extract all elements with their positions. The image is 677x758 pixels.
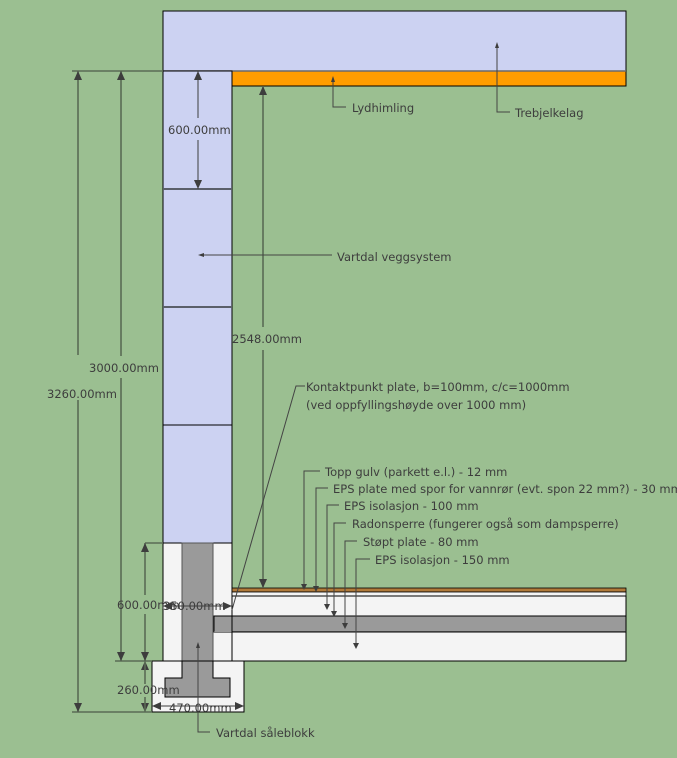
label-eps-150: EPS isolasjon - 150 mm: [375, 553, 510, 567]
label-topp-gulv: Topp gulv (parkett e.l.) - 12 mm: [324, 465, 507, 479]
label-trebjelkelag: Trebjelkelag: [514, 106, 584, 120]
label-lydhimling: Lydhimling: [352, 101, 414, 115]
floor-concrete-slab: [213, 615, 627, 633]
trebjelkelag-block: [162, 10, 627, 72]
dim-wall-thickness: 350.00mm: [163, 599, 226, 613]
dim-footing-width: 470.00mm: [169, 701, 232, 715]
dim-footing-height: 260.00mm: [117, 683, 180, 697]
dim-total-height: 3260.00mm: [47, 387, 117, 401]
label-kontaktpunkt-note: (ved oppfyllingshøyde over 1000 mm): [306, 398, 526, 412]
floor-eps-100-layer: [231, 595, 627, 617]
label-stopt-plate: Støpt plate - 80 mm: [363, 535, 479, 549]
label-radonsperre: Radonsperre (fungerer også som dampsperr…: [352, 517, 619, 531]
dim-block-height: 600.00mm: [168, 123, 231, 137]
dimension-lines: [72, 70, 264, 713]
floor-eps-150-layer: [231, 631, 627, 662]
foundation-concrete-core: [181, 542, 214, 662]
lydhimling-layer: [231, 70, 627, 87]
label-kontaktpunkt: Kontaktpunkt plate, b=100mm, c/c=1000mm: [306, 380, 570, 394]
dim-foundation-wall: 600.00mm: [117, 598, 180, 612]
label-eps-plate: EPS plate med spor for vannrør (evt. spo…: [333, 482, 677, 496]
dim-floor-to-ceiling: 2548.00mm: [232, 332, 302, 346]
wall-block-3: [162, 306, 233, 426]
label-veggsystem: Vartdal veggsystem: [337, 250, 452, 264]
dim-wall-height: 3000.00mm: [89, 361, 159, 375]
label-saleblokk: Vartdal såleblokk: [216, 726, 315, 740]
floor-parquet-layer: [231, 587, 627, 593]
leader-lines: [197, 45, 510, 733]
wall-block-4: [162, 424, 233, 544]
wall-block-2: [162, 188, 233, 308]
leader-arrowheads: [196, 42, 499, 649]
label-eps-100: EPS isolasjon - 100 mm: [344, 499, 479, 513]
floor-eps-plate-layer: [231, 591, 627, 597]
